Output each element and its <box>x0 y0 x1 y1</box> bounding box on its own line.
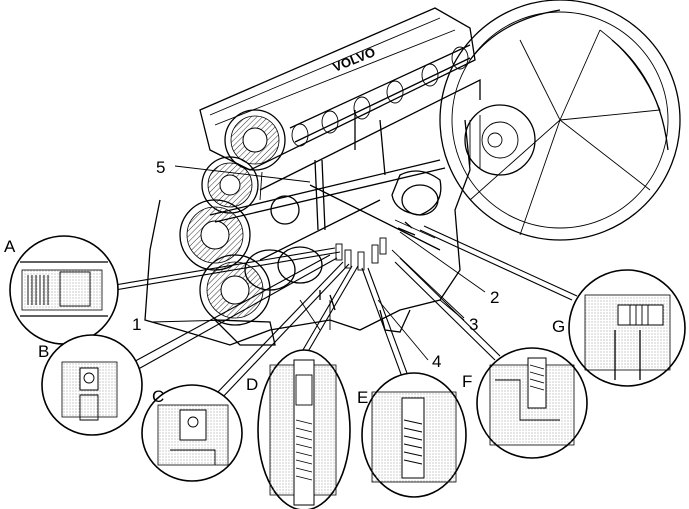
inset-c <box>141 384 243 482</box>
label-g: G <box>552 317 565 336</box>
inset-g <box>568 269 686 387</box>
inset-b <box>41 334 143 436</box>
timing-gears <box>179 109 323 326</box>
inset-a <box>9 235 119 345</box>
label-1: 1 <box>132 315 141 334</box>
label-b: B <box>38 342 49 361</box>
piston-cooling-nozzles <box>335 237 387 271</box>
label-3: 3 <box>469 315 478 334</box>
label-e: E <box>357 388 368 407</box>
leader-lines <box>114 165 578 401</box>
label-c: C <box>152 387 164 406</box>
inset-e <box>361 372 467 498</box>
engine-drawing: VOLVO <box>144 0 681 346</box>
inset-f <box>476 347 588 459</box>
callout-labels: A B C D E F G 1 2 3 4 5 <box>4 158 565 407</box>
oil-galleries <box>209 110 446 311</box>
label-f: F <box>462 372 472 391</box>
label-4: 4 <box>432 352 441 371</box>
label-2: 2 <box>490 288 499 307</box>
cooling-fan <box>439 0 681 241</box>
inset-d <box>257 349 351 509</box>
label-a: A <box>4 237 16 256</box>
oil-filter-housing <box>394 184 439 239</box>
label-d: D <box>246 375 258 394</box>
label-5: 5 <box>156 158 165 177</box>
